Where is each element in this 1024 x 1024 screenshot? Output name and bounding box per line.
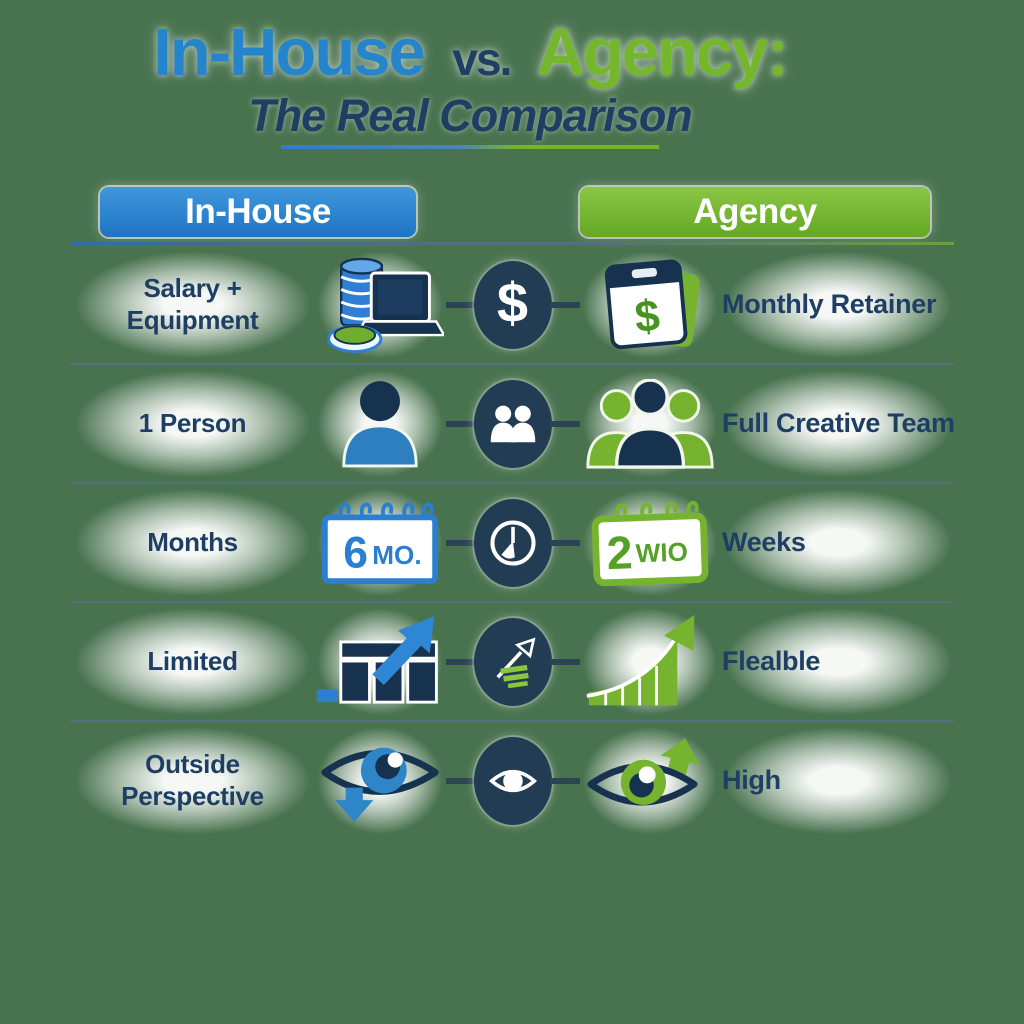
connector-cost: $	[445, 260, 580, 349]
row-perspective-left-label-cell: Outside Perspective	[70, 722, 315, 839]
row-flexibility-left-label-cell: Limited	[70, 603, 315, 720]
growth-arrows-circle-icon	[473, 617, 552, 706]
row-cost-left-label-cell: Salary + Equipment	[70, 246, 315, 363]
row-right-label: Weeks	[722, 527, 806, 558]
connector-flexibility	[445, 617, 580, 706]
row-right-label: Full Creative Team	[722, 408, 955, 439]
title-block: In-House vs. Agency: The Real Comparison	[120, 15, 820, 150]
row-cost: Salary + Equipment $	[70, 246, 954, 365]
row-left-label: Salary + Equipment	[126, 273, 259, 335]
row-left-label: 1 Person	[138, 407, 247, 438]
connector-line	[549, 658, 580, 665]
connector-perspective	[445, 736, 580, 825]
connector-line	[549, 777, 580, 784]
row-team: 1 Person	[70, 365, 957, 484]
calendar-2-weeks-icon: 2 WIO	[580, 484, 720, 601]
connector-line	[445, 539, 476, 546]
connector-line	[549, 539, 580, 546]
people-circle-icon	[473, 379, 552, 468]
page-title: In-House vs. Agency:	[120, 15, 820, 90]
title-agency: Agency:	[536, 15, 789, 90]
svg-text:$: $	[633, 291, 662, 342]
row-left-label: Limited	[147, 645, 238, 676]
row-time-right-label-cell: Weeks	[720, 484, 956, 601]
eye-high-icon	[580, 722, 720, 839]
bar-chart-arrow-icon	[315, 603, 445, 720]
row-left-label: Months	[147, 526, 238, 557]
connector-line	[445, 420, 476, 427]
eye-circle-icon	[473, 736, 552, 825]
single-person-icon	[315, 365, 445, 482]
row-perspective-right-label-cell: High	[720, 722, 956, 839]
svg-text:2 WIO: 2 WIO	[606, 524, 689, 579]
svg-text:6 MO.: 6 MO.	[343, 529, 421, 578]
row-right-label: Flealble	[722, 646, 821, 677]
header-divider	[70, 242, 954, 245]
row-right-label: High	[722, 765, 781, 796]
row-perspective: Outside Perspective	[70, 722, 954, 839]
column-header-agency: Agency	[580, 187, 930, 237]
coins-laptop-icon	[315, 246, 445, 363]
connector-line	[445, 777, 476, 784]
connector-team	[445, 379, 580, 468]
row-cost-right-label-cell: Monthly Retainer	[720, 246, 956, 363]
page-subtitle: The Real Comparison	[248, 90, 693, 142]
connector-line	[549, 420, 580, 427]
connector-line	[549, 301, 580, 308]
connector-line	[445, 658, 476, 665]
creative-team-icon	[580, 365, 720, 482]
row-flexibility-right-label-cell: Flealble	[720, 603, 956, 720]
dollar-circle-icon: $	[473, 260, 552, 349]
row-left-label: Outside Perspective	[121, 749, 264, 811]
row-time-left-label-cell: Months	[70, 484, 315, 601]
calendar-6-months-icon: 6 MO.	[315, 484, 445, 601]
row-flexibility: Limited	[70, 603, 954, 722]
dollar-symbol: $	[496, 271, 529, 334]
connector-line	[445, 301, 476, 308]
connector-time	[445, 498, 580, 587]
growth-curve-icon	[580, 603, 720, 720]
row-team-left-label-cell: 1 Person	[70, 365, 315, 482]
row-time: Months 6 MO.	[70, 484, 954, 603]
clock-circle-icon	[473, 498, 552, 587]
subtitle-underline	[281, 145, 659, 150]
comparison-table: Salary + Equipment $	[70, 246, 957, 839]
title-vs: vs.	[452, 33, 512, 85]
calendar-dollar-icon: $	[580, 246, 720, 363]
title-inhouse: In-House	[153, 15, 426, 90]
column-header-inhouse: In-House	[100, 187, 416, 237]
row-team-right-label-cell: Full Creative Team	[720, 365, 957, 482]
eye-low-icon	[315, 722, 445, 839]
row-right-label: Monthly Retainer	[722, 289, 937, 320]
